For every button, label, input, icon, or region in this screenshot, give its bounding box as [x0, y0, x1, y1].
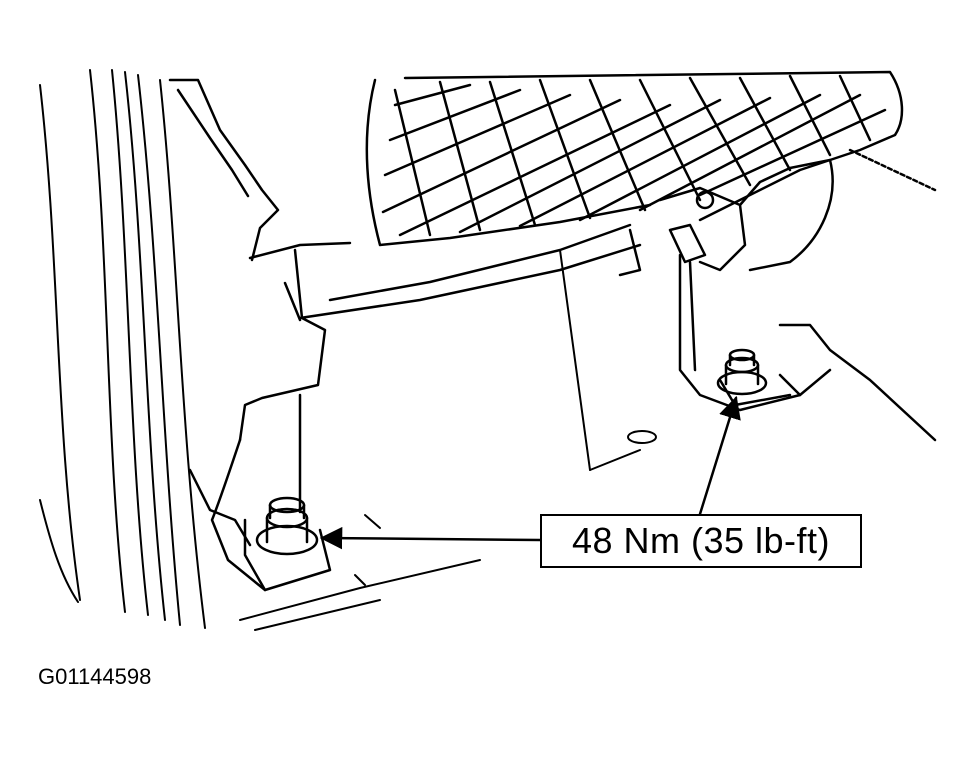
arrow-icon [319, 395, 741, 550]
body-panel-left [39, 69, 206, 629]
figure-id: G01144598 [38, 664, 152, 689]
mounting-bracket [168, 78, 642, 592]
floor-panel [239, 249, 657, 631]
flange-nut-icon [243, 496, 332, 592]
cargo-net [365, 70, 937, 247]
torque-callout: 48 Nm (35 lb-ft) [540, 514, 862, 568]
torque-spec-label: 48 Nm (35 lb-ft) [571, 520, 831, 561]
flange-nut-icon [716, 348, 792, 407]
